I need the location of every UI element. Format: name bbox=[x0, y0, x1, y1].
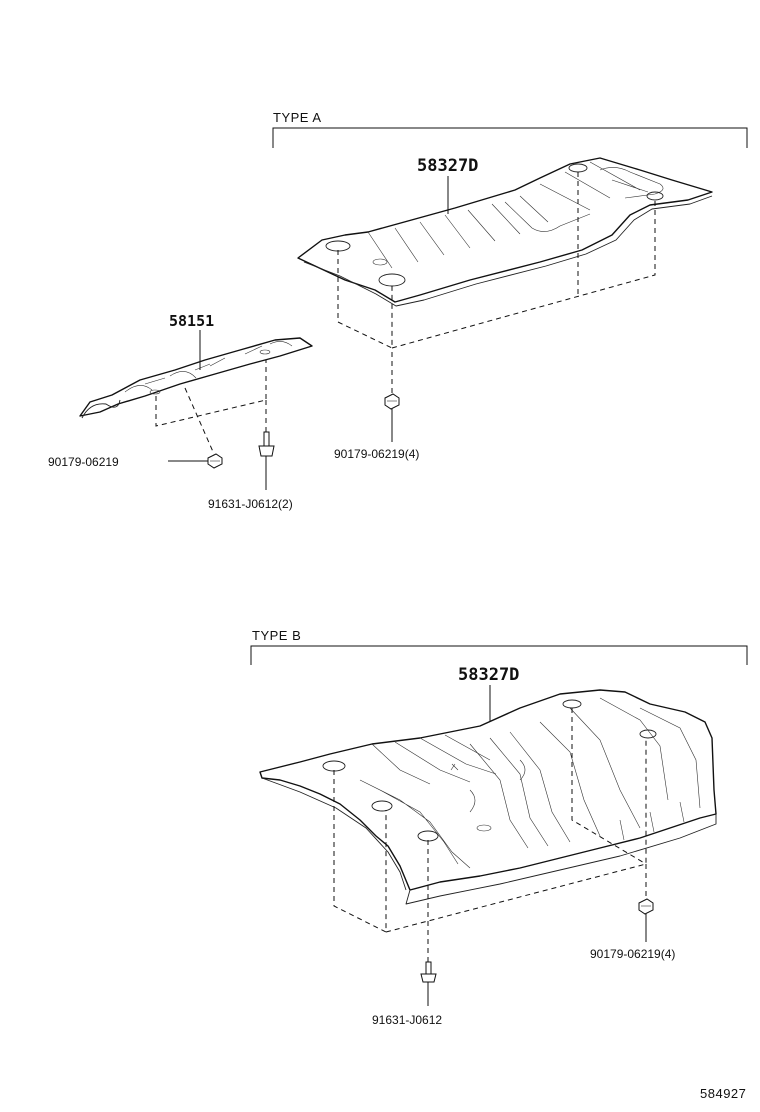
type-b-bolt-label: 91631-J0612 bbox=[372, 1013, 442, 1027]
type-a-bracket bbox=[272, 127, 748, 148]
type-a-front-cover[interactable] bbox=[79, 337, 313, 419]
type-b-clip[interactable] bbox=[638, 898, 654, 915]
type-b-section: TYPE B 58327D bbox=[250, 628, 748, 1027]
type-a-front-clip[interactable] bbox=[207, 453, 223, 469]
type-a-title: TYPE A bbox=[273, 110, 322, 125]
type-b-bracket bbox=[250, 645, 748, 665]
type-b-main-cover[interactable] bbox=[259, 689, 717, 905]
type-b-main-cover-label: 58327D bbox=[458, 665, 519, 685]
type-a-main-clip-label: 90179-06219(4) bbox=[334, 447, 419, 461]
diagram-code: 584927 bbox=[700, 1086, 746, 1101]
type-a-main-clip[interactable] bbox=[384, 393, 400, 410]
type-a-front-clip-label: 90179-06219 bbox=[48, 455, 119, 469]
type-a-front-cover-label: 58151 bbox=[169, 312, 214, 330]
type-a-front-bolt[interactable] bbox=[258, 431, 275, 457]
type-a-main-alignment bbox=[337, 172, 656, 349]
type-b-alignment bbox=[333, 708, 647, 962]
type-b-title: TYPE B bbox=[252, 628, 301, 643]
type-a-main-cover[interactable] bbox=[297, 157, 713, 307]
type-a-main-cover-label: 58327D bbox=[417, 156, 478, 176]
type-a-front-alignment bbox=[155, 360, 267, 455]
type-a-front-bolt-label: 91631-J0612(2) bbox=[208, 497, 293, 511]
type-a-section: TYPE A 58327D bbox=[48, 110, 748, 511]
type-b-clip-label: 90179-06219(4) bbox=[590, 947, 675, 961]
type-b-bolt[interactable] bbox=[420, 961, 437, 983]
